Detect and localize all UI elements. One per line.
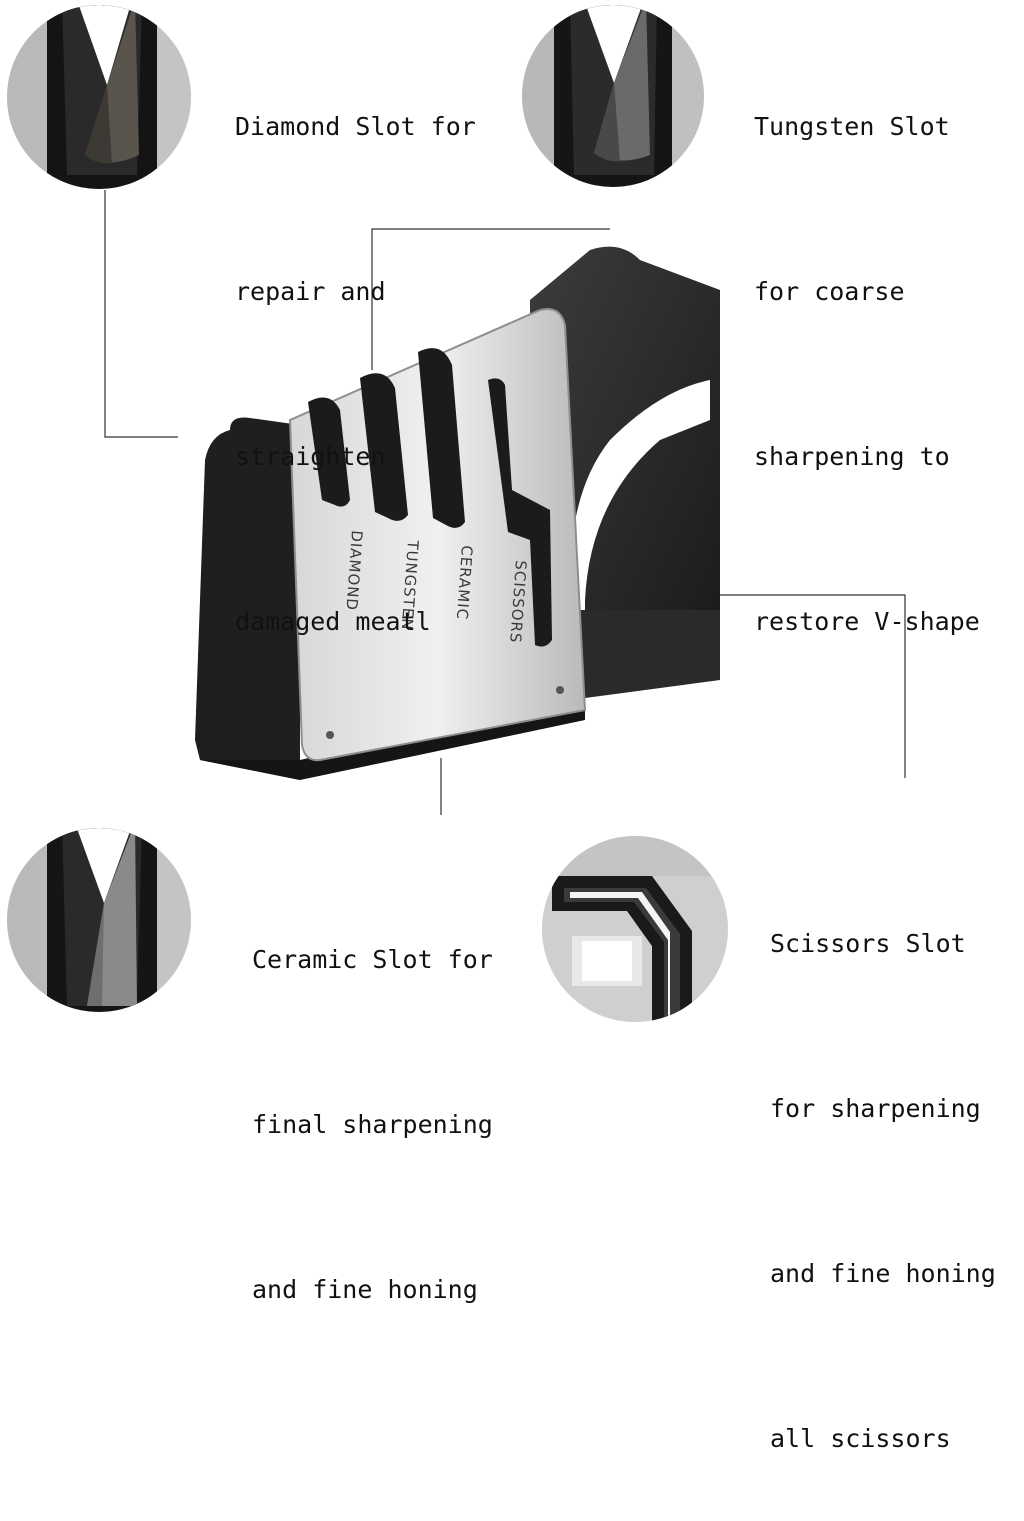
diamond-slot bbox=[308, 397, 350, 507]
tungsten-slot-closeup bbox=[522, 5, 704, 187]
ceramic-slot-closeup bbox=[7, 828, 191, 1012]
slot-label-ceramic: CERAMIC bbox=[453, 545, 476, 621]
slot-label-scissors: SCISSORS bbox=[506, 560, 530, 644]
caption-line: Diamond Slot for bbox=[235, 112, 476, 141]
sharpening-slots bbox=[308, 348, 552, 647]
slot-label-diamond: DIAMOND bbox=[342, 530, 366, 612]
sharpener-handle bbox=[530, 246, 720, 660]
caption-line: damaged meatl bbox=[235, 607, 431, 636]
ceramic-slot-caption: Ceramic Slot for final sharpening and fi… bbox=[252, 822, 493, 1372]
scissors-slot bbox=[488, 378, 552, 647]
caption-line: for sharpening bbox=[770, 1094, 981, 1123]
tungsten-slot bbox=[360, 373, 408, 521]
diamond-slot-caption: Diamond Slot for repair and straighten d… bbox=[235, 0, 476, 704]
scissors-slot-caption: Scissors Slot for sharpening and fine ho… bbox=[770, 806, 996, 1521]
ceramic-slot bbox=[418, 348, 465, 528]
caption-line: Ceramic Slot for bbox=[252, 945, 493, 974]
caption-line: Tungsten Slot bbox=[754, 112, 950, 141]
caption-line: straighten bbox=[235, 442, 386, 471]
caption-line: and fine honing bbox=[770, 1259, 996, 1288]
plate-screw bbox=[556, 686, 564, 694]
caption-line: final sharpening bbox=[252, 1110, 493, 1139]
plate-screw bbox=[326, 731, 334, 739]
caption-line: for coarse bbox=[754, 277, 905, 306]
caption-line: and fine honing bbox=[252, 1275, 478, 1304]
caption-line: Scissors Slot bbox=[770, 929, 966, 958]
caption-line: repair and bbox=[235, 277, 386, 306]
scissors-slot-closeup bbox=[542, 836, 728, 1022]
diamond-slot-closeup bbox=[7, 5, 191, 189]
caption-line: all scissors bbox=[770, 1424, 951, 1453]
sharpener-base bbox=[570, 610, 720, 700]
knife-sharpener: DIAMOND TUNGSTEN CERAMIC SCISSORS bbox=[190, 240, 720, 780]
sharpener-body bbox=[195, 417, 300, 780]
diamond-leader-line bbox=[104, 190, 178, 438]
steel-plate bbox=[288, 308, 587, 762]
tungsten-slot-caption: Tungsten Slot for coarse sharpening to r… bbox=[754, 0, 980, 704]
caption-line: sharpening to bbox=[754, 442, 950, 471]
caption-line: restore V-shape bbox=[754, 607, 980, 636]
